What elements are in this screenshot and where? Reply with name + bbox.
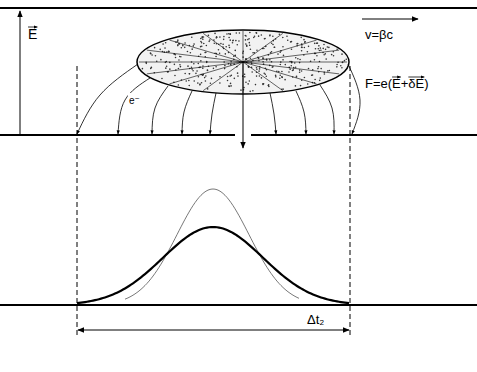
field-lines xyxy=(77,64,360,134)
projection-line xyxy=(77,66,78,336)
force-label: F=e(E+δE) xyxy=(364,76,430,91)
velocity-arrow xyxy=(362,19,418,20)
dimension-line xyxy=(78,330,349,331)
field-arrow xyxy=(20,11,21,135)
lower-plate xyxy=(0,134,235,136)
velocity-label: v=βc xyxy=(364,27,394,42)
upper-plate xyxy=(0,7,477,9)
dimension-label: Δt₂ xyxy=(306,312,325,327)
electron-label: e⁻ xyxy=(128,93,141,108)
exit-arrow xyxy=(243,62,244,148)
lower-plate xyxy=(251,134,477,136)
time-axis xyxy=(0,304,477,306)
profiles xyxy=(77,189,349,303)
vector-marks xyxy=(28,27,424,77)
field-label: E xyxy=(27,27,38,42)
projection-line xyxy=(350,66,351,336)
